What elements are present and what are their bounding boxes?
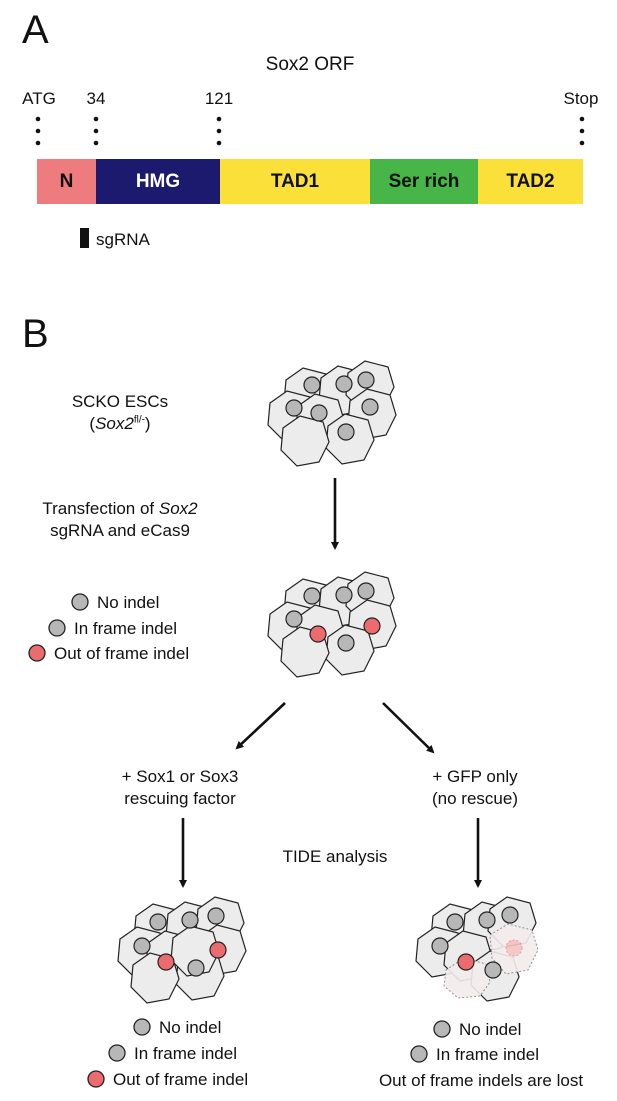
cell-cluster-initial: [267, 360, 397, 467]
legend-right-lost: Out of frame indels are lost: [378, 1071, 584, 1090]
orf-title: Sox2 ORF: [265, 54, 355, 75]
position-121: 121: [204, 89, 234, 108]
domain-hmg: HMG: [96, 159, 220, 204]
right-branch-line1: + GFP only: [432, 767, 518, 786]
arrow-right-branch: [382, 702, 435, 754]
legend-top-no-indel: No indel: [97, 593, 160, 612]
position-stop: Stop: [563, 89, 599, 108]
transfection-line2: sgRNA and eCas9: [50, 521, 190, 540]
domain-hmg-label: HMG: [135, 170, 181, 192]
transfection-line1: Transfection of Sox2: [42, 499, 198, 518]
cell-cluster-transfected: [267, 571, 397, 678]
position-atg: ATG: [22, 89, 56, 108]
domain-tad2-label: TAD2: [506, 170, 555, 192]
domain-ser-rich: Ser rich: [370, 159, 478, 204]
left-branch-line1: + Sox1 or Sox3: [121, 767, 239, 786]
cells-genotype: (Sox2fl/-): [89, 414, 151, 433]
legend-left-in-frame: In frame indel: [134, 1044, 237, 1063]
position-markers: [35, 116, 585, 248]
domain-n: N: [37, 159, 96, 204]
domain-tad2: TAD2: [478, 159, 583, 204]
legend-top-out-of-frame: Out of frame indel: [54, 644, 190, 663]
cells-title: SCKO ESCs: [71, 392, 169, 411]
cell-cluster-no-rescue: [415, 896, 539, 1002]
left-branch-line2: rescuing factor: [124, 789, 236, 808]
legend-right-no-indel: No indel: [459, 1020, 522, 1039]
cell-cluster-rescue: [117, 896, 247, 1004]
domain-tad1: TAD1: [220, 159, 370, 204]
domain-ser-rich-label: Ser rich: [388, 170, 460, 192]
legend-left-out-of-frame: Out of frame indel: [113, 1070, 249, 1089]
domain-n-label: N: [59, 170, 74, 192]
panel-label-a: A: [22, 8, 49, 52]
legend-top-in-frame: In frame indel: [74, 619, 177, 638]
sgrna-label: sgRNA: [96, 230, 150, 249]
right-branch-line2: (no rescue): [432, 789, 518, 808]
domain-tad1-label: TAD1: [270, 170, 320, 192]
tide-analysis-label: TIDE analysis: [282, 847, 388, 866]
position-34: 34: [86, 89, 106, 108]
legend-left-no-indel: No indel: [159, 1018, 222, 1037]
legend-right-in-frame: In frame indel: [436, 1045, 539, 1064]
panel-label-b: B: [22, 312, 49, 356]
arrow-left-branch: [235, 702, 286, 750]
